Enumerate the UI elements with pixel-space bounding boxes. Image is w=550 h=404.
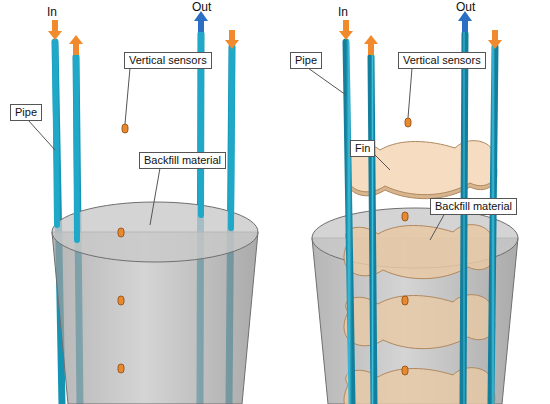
callout-text: Fin [355,142,370,155]
backfill-cylinder-left [52,202,258,404]
flow-label: In [47,5,57,19]
sensors-right [402,118,411,375]
callout-text: Pipe [295,54,317,67]
fins [344,141,497,404]
leader-lines-left [28,68,160,225]
flow-arrows-left [48,11,239,55]
flow-label: In [338,5,348,19]
flow-label: Out [456,0,475,14]
leader-lines-right [308,68,445,240]
callout-box: Fin [350,140,375,157]
pipes-left-top [55,34,232,240]
flow-label: Out [192,0,211,14]
callout-text: Backfill material [144,154,221,167]
callout-box: Pipe [290,52,322,69]
callout-box: Vertical sensors [398,52,486,69]
sensors-left [118,124,128,373]
callout-text: Vertical sensors [403,54,481,67]
callout-box: Pipe [10,104,42,121]
callout-box: Backfill material [430,198,517,215]
callout-box: Backfill material [139,152,226,169]
callout-text: Vertical sensors [129,54,207,67]
callout-text: Pipe [15,106,37,119]
callout-text: Backfill material [435,200,512,213]
callout-box: Vertical sensors [124,52,212,69]
flow-arrows-right [339,11,502,55]
pipes-right [346,34,495,404]
